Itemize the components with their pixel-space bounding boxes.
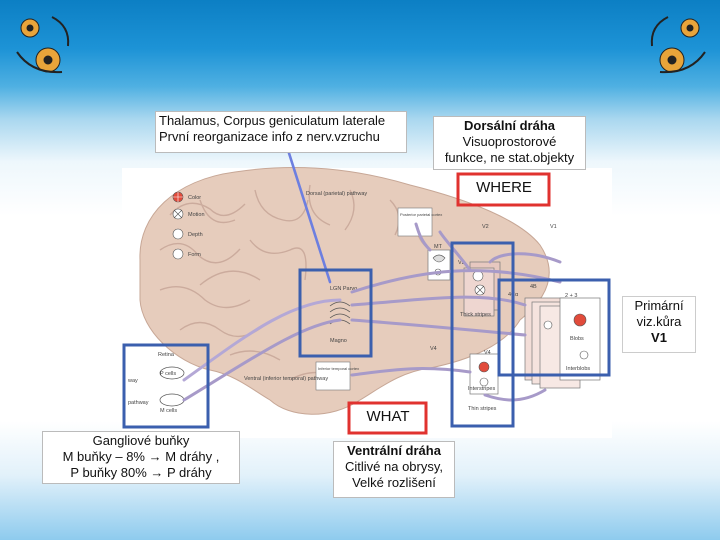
magno-label: Magno (330, 338, 347, 344)
inferior-temporal-label: Inferior temporal cortex (318, 366, 359, 371)
blobs-label: Blobs (570, 336, 584, 342)
thick-stripes-label: Thick stripes (460, 312, 491, 318)
layer-23-label: 2 + 3 (565, 293, 577, 299)
ganglion-line3: P buňky 80% → P dráhy (70, 465, 212, 480)
lgn-label: LGN Parvo (330, 286, 357, 292)
pathway-left-label: pathway (128, 400, 149, 406)
retina-frame (122, 343, 210, 429)
thalamus-line2: První reorganizace info z nerv.vzruchu (159, 129, 380, 144)
thalamus-line1: Thalamus, Corpus geniculatum laterale (159, 113, 386, 128)
v4-label: V4 (430, 346, 437, 352)
retina-label: Retina (158, 352, 175, 358)
ventral-title: Ventrální dráha (347, 443, 441, 458)
v2-label: V2 (482, 224, 489, 230)
mt-to-parietal (414, 222, 432, 252)
dorsal-pathway-label: Dorsal (parietal) pathway (306, 191, 367, 197)
v1-to-v4 (483, 388, 547, 402)
lgn-frame (298, 268, 373, 358)
where-label: WHERE (476, 179, 532, 196)
thin-stripes-label: Thin stripes (468, 406, 497, 412)
lgn-to-v1-low (350, 318, 527, 337)
dorsal-box: Dorsální dráha Visuoprostorové funkce, n… (433, 116, 586, 170)
layer-4b-label: 4B (530, 284, 537, 290)
ventral-line1: Citlivé na obrysy, (344, 459, 443, 474)
thalamus-pointer (286, 148, 332, 284)
ventral-line2: Velké rozlišení (352, 475, 436, 490)
way-left-label: way (127, 378, 138, 384)
dorsal-frame (450, 241, 515, 428)
interblobs-label: Interblobs (566, 366, 590, 372)
interstripes-label: Interstripes (468, 386, 495, 392)
v4-lower-label: V4 (484, 350, 491, 356)
legend-form: Form (188, 252, 201, 258)
legend-depth: Depth (188, 232, 203, 238)
mt-label: MT (434, 244, 443, 250)
v1-label: V1 (550, 224, 557, 230)
what-frame (347, 401, 428, 435)
ganglion-line2: M buňky – 8% → M dráhy , (62, 449, 220, 464)
ganglion-line1: Gangliové buňky (92, 433, 190, 448)
ganglion-box: Gangliové buňky M buňky – 8% → M dráhy ,… (42, 431, 240, 484)
gear-icon-left (16, 16, 70, 74)
v1-frame (497, 278, 611, 377)
dorsal-title: Dorsální dráha (463, 118, 556, 133)
v3-label: V3 (458, 260, 465, 266)
legend: Color Motion Depth Form (172, 191, 205, 260)
v4-to-it (350, 367, 472, 377)
primary-line2: viz.kůra (636, 314, 682, 329)
v1-to-v2-top (488, 252, 562, 264)
ventral-box: Ventrální dráha Citlivé na obrysy, Velké… (333, 441, 455, 498)
ventral-pathway-label: Ventral (inferior temporal) pathway (244, 376, 328, 382)
legend-motion: Motion (188, 212, 205, 218)
what-label: WHAT (366, 408, 410, 425)
dorsal-line2: funkce, ne stat.objekty (444, 150, 575, 165)
primary-line1: Primární (634, 298, 684, 313)
where-frame (456, 172, 551, 207)
brain-outline (139, 167, 550, 415)
m-pathway-arrow (182, 298, 342, 382)
legend-color: Color (188, 195, 201, 201)
primary-line3: V1 (651, 330, 667, 345)
lgn-to-v1-mid (350, 295, 527, 307)
gear-icon-right (650, 16, 706, 74)
primary-v1-box: Primární viz.kůra V1 (622, 296, 696, 353)
posterior-parietal-label: Posterior parietal cortex (400, 212, 442, 217)
p-cells-label: P cells (160, 371, 176, 377)
m-cells-label: M cells (160, 408, 177, 414)
dorsal-line1: Visuoprostorové (462, 134, 557, 149)
thalamus-box: Thalamus, Corpus geniculatum laterale Pr… (155, 111, 407, 153)
